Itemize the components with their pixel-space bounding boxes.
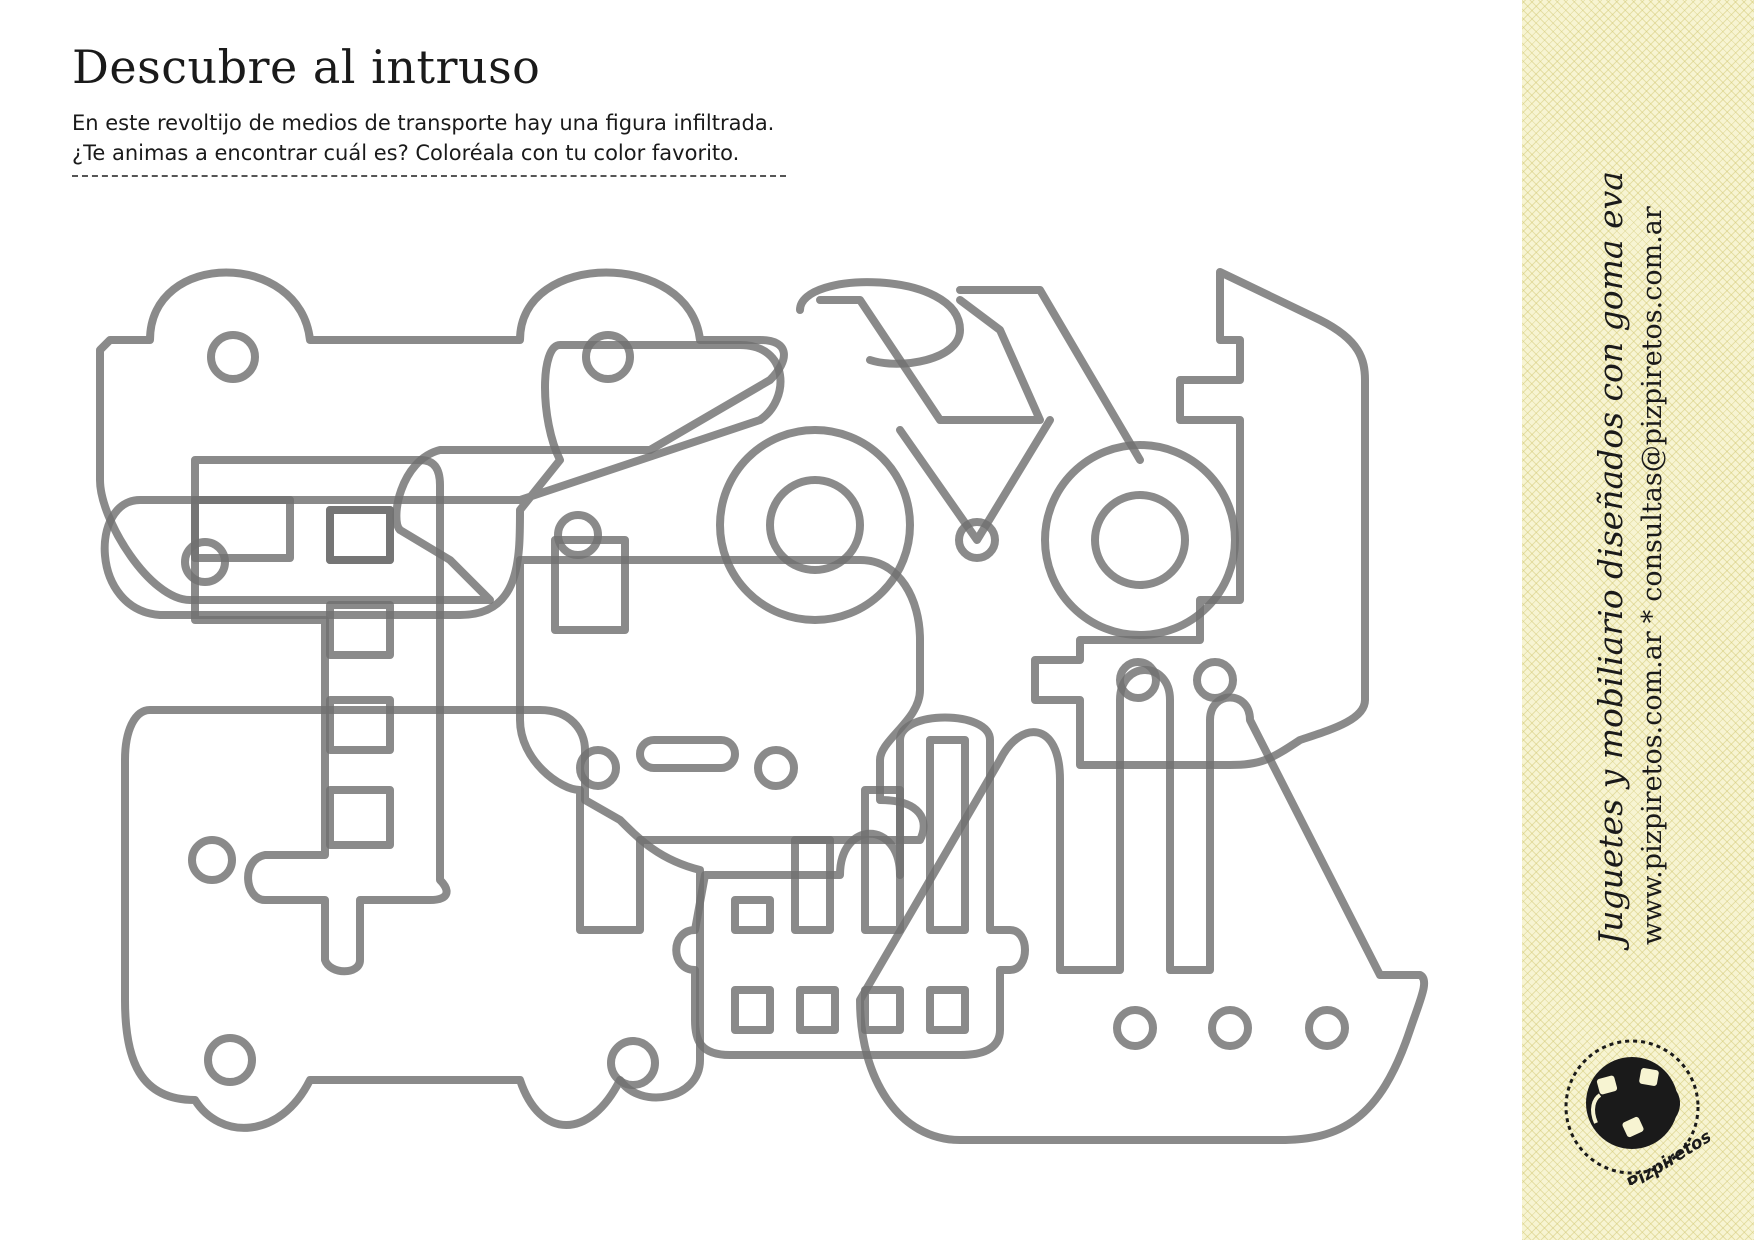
tagline: Juguetes y mobiliario diseñados con goma…: [1591, 171, 1630, 945]
bus-figure: [672, 713, 1029, 1059]
bicycle-figure: [716, 278, 1239, 639]
instructions-line-2: ¿Te animas a encontrar cuál es? Coloréal…: [72, 141, 740, 165]
sidebar-band: [1522, 0, 1754, 1240]
pizpiretos-logo: Pizpiretos: [1564, 1039, 1710, 1185]
dashed-divider: [72, 175, 786, 177]
contact-line: www.pizpiretos.com.ar * consultas@pizpiret…: [1634, 85, 1672, 945]
submarine-figure: [100, 341, 785, 634]
boat-figure: [1031, 268, 1369, 769]
instructions: En este revoltijo de medios de transport…: [72, 108, 774, 168]
separator: *: [1637, 609, 1668, 624]
truck-figure: [516, 556, 928, 934]
instructions-line-1: En este revoltijo de medios de transport…: [72, 111, 775, 135]
website-link[interactable]: www.pizpiretos.com.ar: [1637, 631, 1668, 945]
sidebar-text: Juguetes y mobiliario diseñados con goma…: [1588, 85, 1672, 945]
ship-figure: [856, 666, 1429, 1144]
airplane-figure: [191, 456, 451, 976]
email-link[interactable]: consultas@pizpiretos.com.ar: [1637, 206, 1668, 602]
car-figure: [121, 706, 704, 1132]
page-title: Descubre al intruso: [72, 40, 541, 94]
transport-puzzle: [96, 268, 1429, 1144]
